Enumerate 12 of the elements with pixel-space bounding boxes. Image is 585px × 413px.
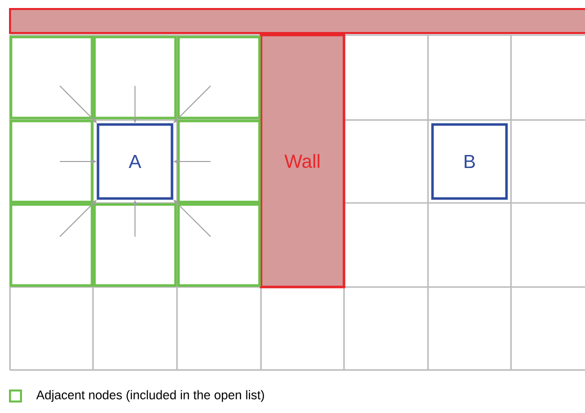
adjacent-cell: [93, 36, 177, 120]
adjacent-cell: [10, 120, 94, 204]
adjacent-cell: [93, 203, 177, 287]
adjacent-cell: [10, 203, 94, 287]
node-box: B: [431, 123, 508, 200]
node-box: A: [96, 123, 174, 200]
adjacent-cell: [10, 36, 94, 120]
legend-label: Adjacent nodes (included in the open list): [36, 390, 264, 402]
wall-block: Wall: [260, 34, 346, 288]
adjacent-cell: [177, 120, 261, 204]
adjacent-cell: [177, 36, 261, 120]
adjacent-cell: [177, 203, 261, 287]
